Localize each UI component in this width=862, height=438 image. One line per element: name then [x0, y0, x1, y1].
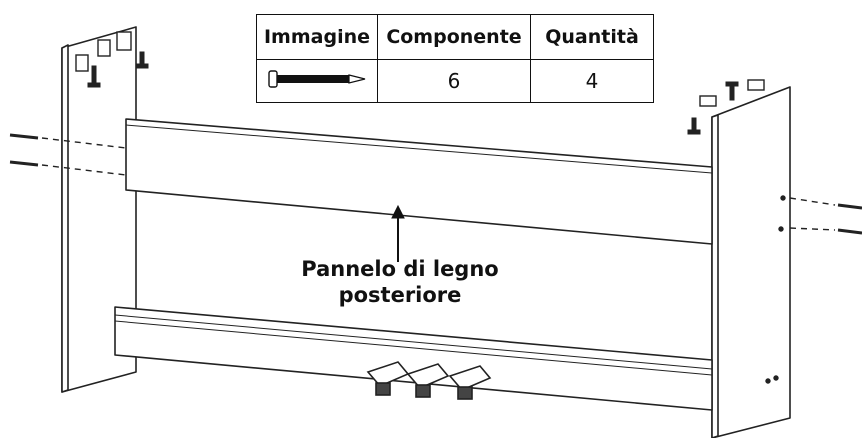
back-panel-label-line2: posteriore: [338, 283, 462, 307]
parts-table: Immagine Componente Quantità 6 4: [256, 14, 654, 103]
back-panel-label: Pannelo di legno posteriore: [280, 256, 520, 308]
header-component: Componente: [377, 14, 531, 60]
right-panel-brackets: [699, 79, 765, 107]
component-cell: 6: [377, 59, 531, 103]
header-quantity: Quantità: [530, 14, 654, 60]
quantity-cell: 4: [530, 59, 654, 103]
right-side-panel-edge: [711, 114, 719, 438]
vertical-screws: [87, 51, 739, 135]
left-side-panel-edge: [61, 44, 69, 393]
right-screws: [765, 195, 862, 384]
table-row: 6 4: [256, 59, 654, 103]
left-screws: [9, 133, 127, 176]
back-panel-label-line1: Pannelo di legno: [301, 257, 499, 281]
right-side-panel: [711, 86, 791, 438]
back-wooden-panel: [125, 118, 713, 245]
screw-icon: [268, 69, 366, 88]
pedal-board: [114, 306, 713, 411]
pedals: [366, 361, 492, 400]
screw-image-cell: [256, 59, 378, 103]
callout-arrow: [391, 204, 405, 262]
left-panel-brackets: [75, 31, 132, 72]
header-image: Immagine: [256, 14, 378, 60]
